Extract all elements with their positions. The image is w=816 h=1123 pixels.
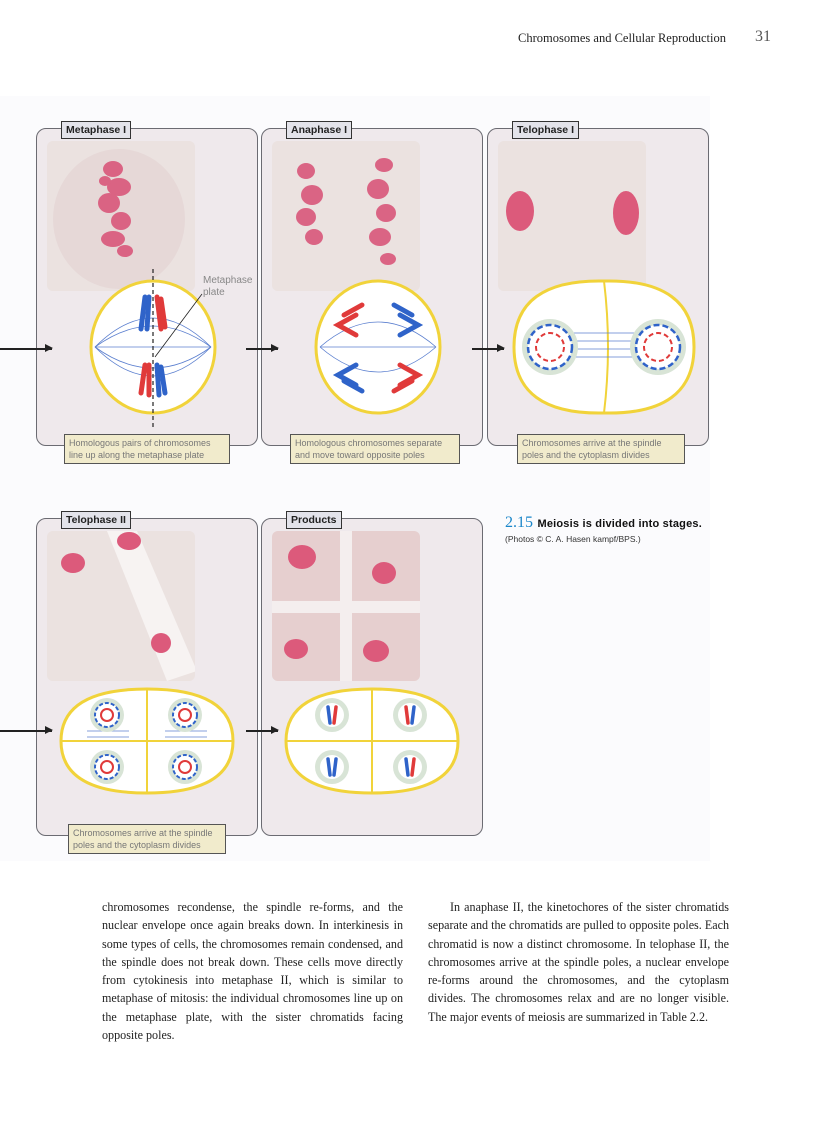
- cell-diagram: [262, 519, 482, 835]
- arrow: [246, 348, 278, 350]
- panel-products: Products: [261, 518, 483, 836]
- metaphase-plate-label: Metaphase plate: [203, 275, 252, 299]
- panel-caption: Homologous pairs of chromosomes line up …: [64, 434, 230, 464]
- arrow: [0, 348, 52, 350]
- body-text-left: chromosomes recondense, the spindle re-f…: [102, 898, 403, 1044]
- arrow: [472, 348, 504, 350]
- body-text-right: In anaphase II, the kinetochores of the …: [428, 898, 729, 1026]
- panel-telophase-2: Telophase II: [36, 518, 258, 836]
- arrow: [0, 730, 52, 732]
- panel-caption: Homologous chromosomes separate and move…: [290, 434, 460, 464]
- figure-meiosis-stages: Metaphase I: [0, 96, 710, 861]
- arrow: [246, 730, 278, 732]
- running-head: Chromosomes and Cellular Reproduction 31: [0, 28, 816, 48]
- figure-number: 2.15: [505, 514, 533, 531]
- panel-metaphase-1: Metaphase I: [36, 128, 258, 446]
- figure-credit: (Photos © C. A. Hasen kampf/BPS.): [505, 534, 745, 544]
- panel-anaphase-1: Anaphase I: [261, 128, 483, 446]
- cell-diagram: [488, 129, 708, 445]
- figure-caption: 2.15 Meiosis is divided into stages. (Ph…: [505, 514, 745, 544]
- cell-diagram: [37, 519, 257, 835]
- cell-diagram: [262, 129, 482, 445]
- panel-telophase-1: Telophase I: [487, 128, 709, 446]
- figure-title: Meiosis is divided into stages.: [537, 518, 702, 530]
- panel-caption: Chromosomes arrive at the spindle poles …: [517, 434, 685, 464]
- page-number: 31: [755, 28, 771, 46]
- panel-caption: Chromosomes arrive at the spindle poles …: [68, 824, 226, 854]
- running-title: Chromosomes and Cellular Reproduction: [518, 31, 726, 46]
